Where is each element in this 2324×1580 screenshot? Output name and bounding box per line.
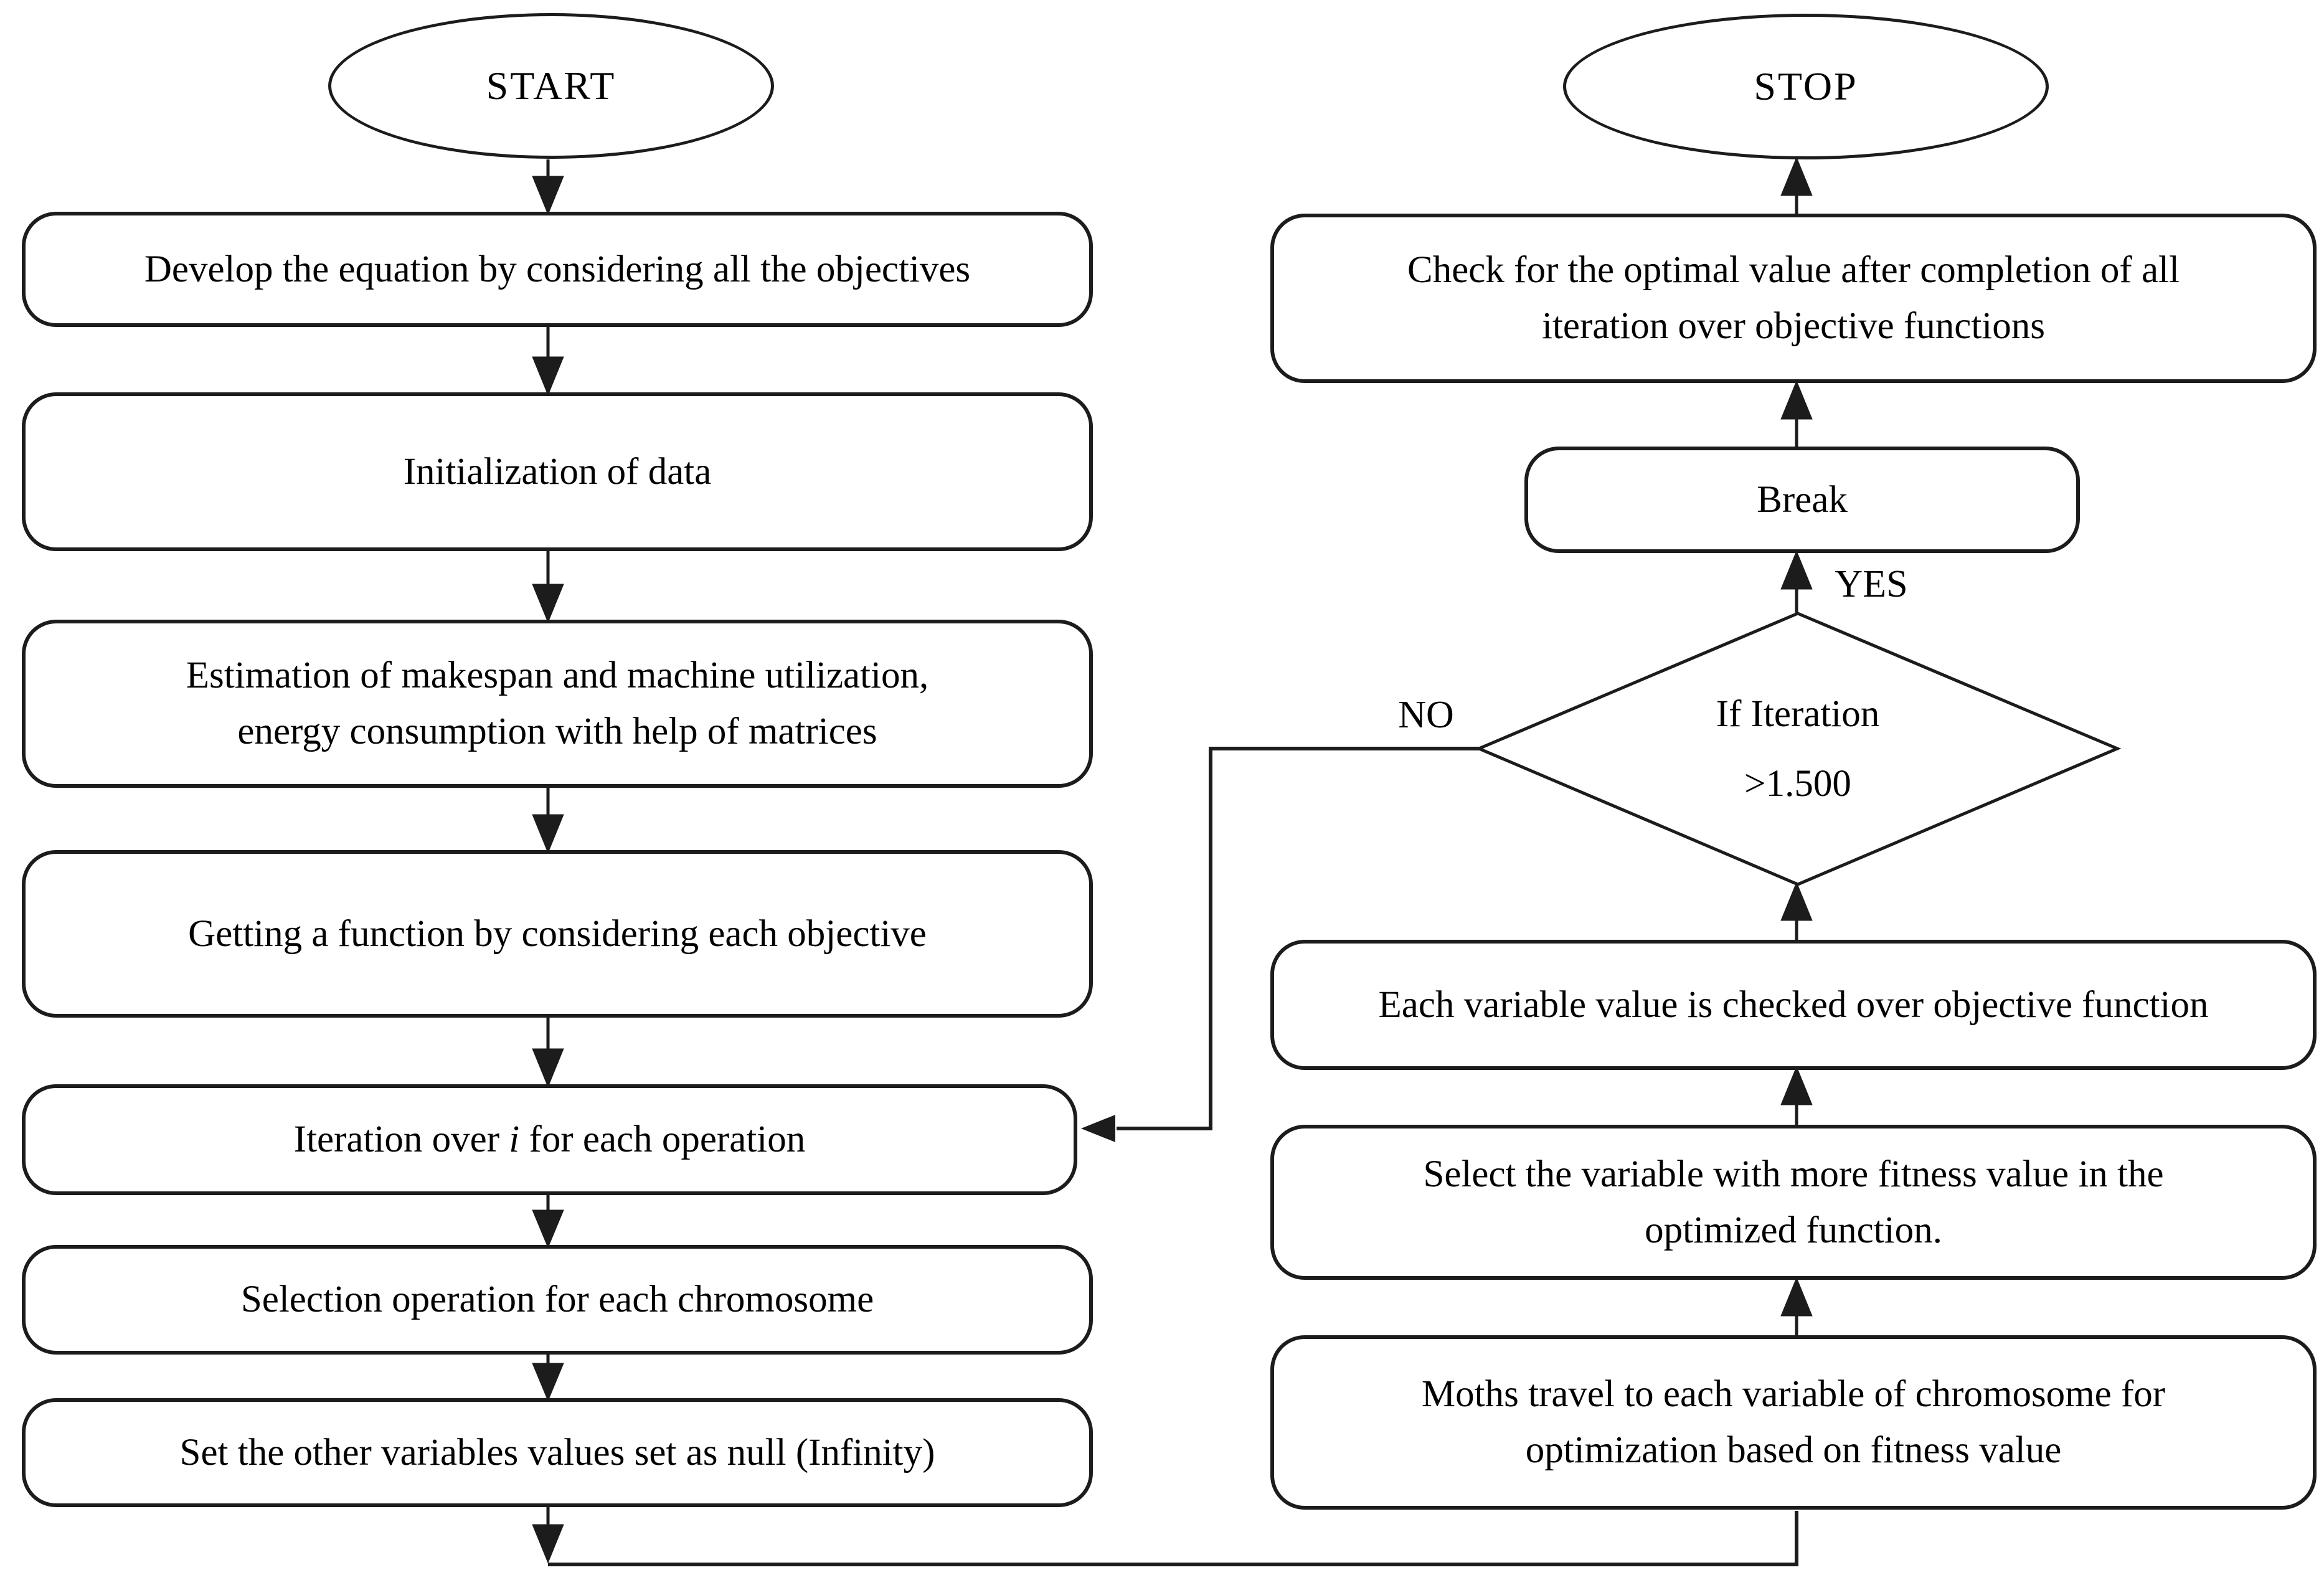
arrow-moths-select-head — [1780, 1277, 1813, 1317]
arrow-develop-init-head — [532, 356, 564, 396]
decision-diamond — [1475, 612, 2122, 886]
arrow-start-develop-head — [532, 176, 564, 215]
node-initialization: Initialization of data — [22, 392, 1093, 551]
node-set-null: Set the other variables values set as nu… — [22, 1398, 1093, 1507]
selection-operation-label: Selection operation for each chromosome — [240, 1279, 874, 1320]
arrow-break-check-head — [1780, 380, 1813, 420]
node-select-variable: Select the variable with more fitness va… — [1270, 1125, 2317, 1280]
node-estimation: Estimation of makespan and machine utili… — [22, 620, 1093, 788]
arrow-estimation-getting-head — [532, 814, 564, 854]
moths-travel-line1: Moths travel to each variable of chromos… — [1421, 1373, 2166, 1415]
node-iteration-over-i: Iteration over i for each operation — [22, 1084, 1077, 1195]
estimation-line1: Estimation of makespan and machine utili… — [186, 655, 929, 696]
select-variable-line1: Select the variable with more fitness va… — [1423, 1153, 2164, 1195]
check-optimal-line1: Check for the optimal value after comple… — [1407, 249, 2180, 291]
arrow-check-stop-head — [1780, 156, 1813, 196]
moths-travel-line2: optimization based on fitness value — [1525, 1429, 2062, 1471]
arrow-init-estimation-head — [532, 584, 564, 623]
start-label: START — [486, 64, 616, 108]
develop-equation-label: Develop the equation by considering all … — [144, 248, 971, 290]
no-branch-arrowhead — [1081, 1115, 1115, 1142]
initialization-label: Initialization of data — [403, 450, 712, 493]
iteration-label-var: i — [509, 1119, 520, 1160]
iteration-over-i-label: Iteration over i for each operation — [294, 1112, 805, 1168]
node-develop-equation: Develop the equation by considering all … — [22, 212, 1093, 327]
arrow-setnull-down-head — [532, 1524, 564, 1564]
check-optimal-line2: iteration over objective functions — [1542, 305, 2045, 347]
node-moths-travel: Moths travel to each variable of chromos… — [1270, 1335, 2317, 1510]
stop-label: STOP — [1754, 64, 1858, 108]
node-stop: STOP — [1563, 14, 2049, 159]
arrow-iteration-selection-head — [532, 1209, 564, 1249]
each-variable-label: Each variable value is checked over obje… — [1378, 983, 2209, 1026]
node-decision-label: If Iteration >1.500 — [1632, 679, 1964, 819]
estimation-line2: energy consumption with help of matrices — [237, 711, 877, 752]
node-break: Break — [1524, 447, 2080, 553]
iteration-label-post: for each operation — [519, 1119, 806, 1160]
node-selection-operation: Selection operation for each chromosome — [22, 1245, 1093, 1355]
node-start: START — [328, 13, 774, 159]
label-no: NO — [1398, 693, 1454, 736]
decision-line1: If Iteration — [1716, 693, 1880, 735]
node-getting-function: Getting a function by considering each o… — [22, 850, 1093, 1018]
decision-line2: >1.500 — [1744, 762, 1851, 805]
arrow-each-decision-head — [1780, 881, 1813, 921]
node-each-variable: Each variable value is checked over obje… — [1270, 940, 2317, 1070]
arrow-select-each-head — [1780, 1066, 1813, 1105]
arrow-selection-setnull-head — [532, 1363, 564, 1402]
node-check-optimal: Check for the optimal value after comple… — [1270, 214, 2317, 383]
label-yes: YES — [1835, 562, 1908, 605]
no-branch-line — [1117, 747, 1479, 1130]
set-null-label: Set the other variables values set as nu… — [179, 1431, 935, 1474]
loop-setnull-to-moths-line — [548, 1511, 1798, 1566]
getting-function-label: Getting a function by considering each o… — [188, 912, 927, 955]
iteration-label-pre: Iteration over — [293, 1119, 509, 1160]
break-label: Break — [1757, 478, 1848, 521]
arrow-decision-break-head — [1780, 550, 1813, 590]
select-variable-line2: optimized function. — [1645, 1209, 1942, 1251]
arrow-getting-iteration-head — [532, 1048, 564, 1088]
